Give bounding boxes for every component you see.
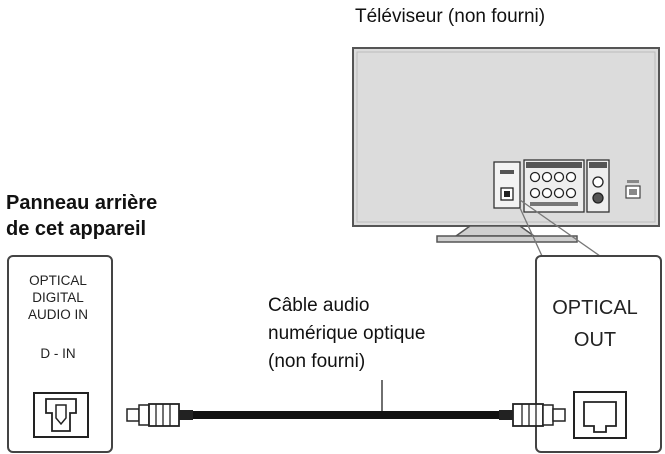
tv-connector-panel [493, 159, 641, 213]
optical-in-jack [33, 392, 89, 438]
cable-label: Câble audio numérique optique (non fourn… [268, 292, 425, 376]
output-port-line1: OPTICAL [552, 297, 638, 319]
tv-illustration [352, 47, 660, 257]
input-port-panel [7, 255, 113, 453]
input-port-line2: DIGITAL [32, 290, 84, 305]
output-port-line2: OUT [573, 329, 617, 351]
panel-title: Panneau arrière de cet appareil [6, 190, 157, 242]
panel-title-line1: Panneau arrière [6, 192, 158, 214]
cable-label-line1: Câble audio [268, 295, 370, 316]
tv-label: Téléviseur (non fourni) [355, 6, 546, 27]
input-port-line1: OPTICAL [29, 273, 87, 288]
panel-title-line2: de cet appareil [6, 218, 147, 240]
input-port-line3: AUDIO IN [27, 307, 88, 322]
optical-cable [126, 403, 566, 427]
input-port-line4: D - IN [40, 346, 76, 361]
cable-label-line2: numérique optique [268, 323, 426, 344]
optical-out-jack [573, 391, 627, 439]
input-port-label: OPTICAL DIGITAL AUDIO IN [14, 272, 102, 323]
output-port-label: OPTICAL OUT [540, 292, 650, 356]
output-port-panel [535, 255, 662, 453]
cable-label-line3: (non fourni) [268, 351, 366, 372]
